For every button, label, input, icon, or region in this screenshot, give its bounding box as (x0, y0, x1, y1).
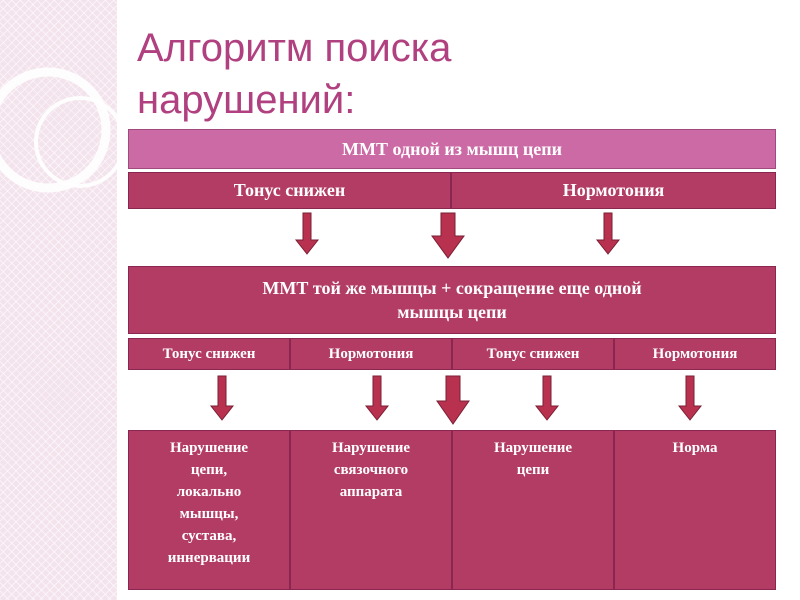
step2-header-line-1: ММТ той же мышцы + сокращение еще одной (262, 278, 642, 298)
result-4-line: Норма (672, 440, 718, 456)
step2-header: ММТ той же мышцы + сокращение еще одной … (128, 266, 776, 334)
step2-header-line-2: мышцы цепи (397, 302, 507, 322)
slide-title: Алгоритм поиска нарушений: (137, 22, 757, 126)
result-chain-disorder: Нарушение цепи (452, 430, 614, 590)
result-2-line: аппарата (339, 484, 403, 500)
result-chain-joint-innervation: Нарушение цепи, локально мышцы, сустава,… (128, 430, 290, 590)
result-1-line: иннервации (167, 550, 251, 566)
arrow-down-3 (595, 212, 621, 255)
arrow-down-7 (534, 375, 560, 421)
result-1-line: локально (176, 484, 242, 500)
result-1-line: цепи, (190, 462, 228, 478)
result-1-line: мышцы, (179, 506, 239, 522)
step2-option-4: Нормотония (614, 338, 776, 370)
arrow-down-8 (677, 375, 703, 421)
step2-option-3: Тонус снижен (452, 338, 614, 370)
result-1-line: сустава, (181, 528, 237, 544)
step1-option-normotonia: Нормотония (451, 172, 776, 209)
arrow-down-5 (364, 375, 390, 421)
slide-title-line-2: нарушений: (137, 78, 356, 122)
result-norm: Норма (614, 430, 776, 590)
slide-title-line-1: Алгоритм поиска (137, 26, 452, 70)
step2-option-1: Тонус снижен (128, 338, 290, 370)
result-1-line: Нарушение (169, 440, 249, 456)
step2-option-2: Нормотония (290, 338, 452, 370)
arrow-down-6 (436, 375, 470, 425)
arrow-down-4 (209, 375, 235, 421)
arrow-down-2 (431, 212, 465, 259)
result-3-line: цепи (516, 462, 550, 478)
result-ligament-disorder: Нарушение связочного аппарата (290, 430, 452, 590)
step1-header: ММТ одной из мышц цепи (128, 129, 776, 169)
result-2-line: Нарушение (331, 440, 411, 456)
step1-option-low-tone: Тонус снижен (128, 172, 451, 209)
result-2-line: связочного (333, 462, 409, 478)
arrow-down-1 (294, 212, 320, 255)
decorative-circles (0, 67, 126, 193)
result-3-line: Нарушение (493, 440, 573, 456)
